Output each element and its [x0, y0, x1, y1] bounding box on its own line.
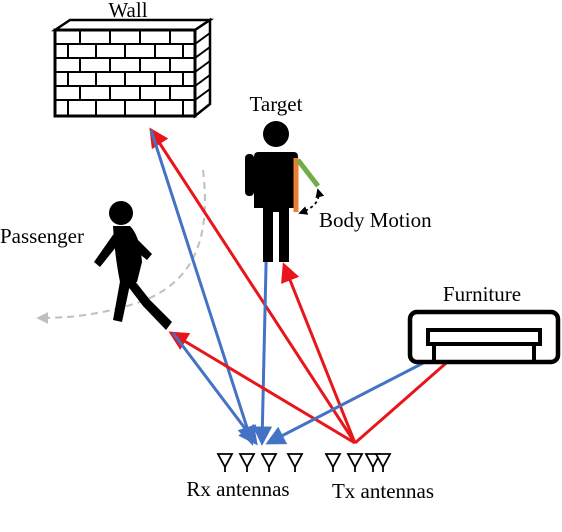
- body-motion-label: Body Motion: [319, 208, 432, 232]
- target-label: Target: [250, 92, 303, 116]
- antenna-triangle-icon: [364, 453, 382, 472]
- antenna-triangle-icon: [374, 453, 392, 472]
- rx-antenna-array: [216, 453, 304, 472]
- walking-person-icon: [94, 201, 172, 330]
- tx-antennas-label: Tx antennas: [332, 479, 434, 503]
- tx-antenna-array: [324, 453, 392, 472]
- passenger-label: Passenger: [0, 224, 84, 248]
- passenger-to-rx-signal: [171, 332, 258, 446]
- body-motion-arc: [298, 188, 325, 215]
- tx-to-wall-signal: [149, 127, 357, 444]
- sofa-icon: [407, 309, 561, 365]
- antenna-triangle-icon: [324, 453, 342, 472]
- antenna-triangle-icon: [238, 453, 256, 472]
- rx-antennas-label: Rx antennas: [186, 477, 289, 501]
- tx-to-target-signal: [281, 262, 357, 444]
- wall-to-rx-signal: [149, 129, 257, 446]
- wall-label: Wall: [108, 0, 147, 22]
- antenna-triangle-icon: [346, 453, 364, 472]
- antenna-triangle-icon: [216, 453, 234, 472]
- antenna-triangle-icon: [286, 453, 304, 472]
- wall-icon: [50, 17, 215, 119]
- tx-to-passenger-signal: [168, 331, 356, 445]
- passenger-path: [36, 169, 206, 324]
- antenna-triangle-icon: [260, 453, 278, 472]
- standing-person-icon: [245, 121, 298, 262]
- furniture-label: Furniture: [443, 282, 521, 306]
- limb-green-marker: [296, 158, 320, 188]
